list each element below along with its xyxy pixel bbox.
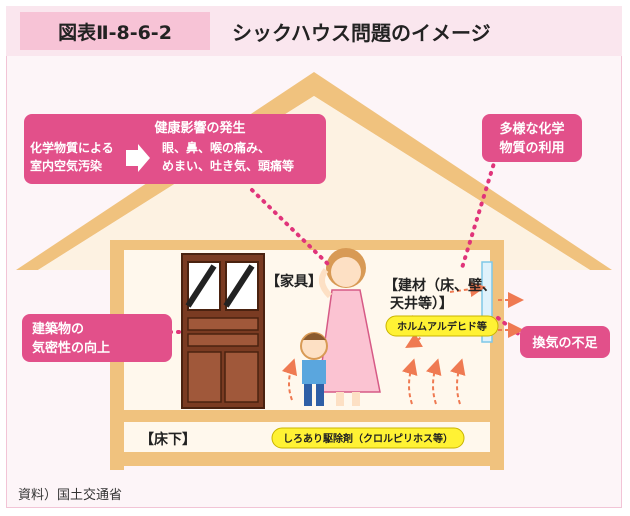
cupboard-illustration: [181, 253, 265, 409]
materials-label-2: 天井等）】: [390, 295, 453, 312]
figure-number: 図表Ⅱ-8-6-2: [20, 12, 210, 50]
health-effects-symptoms-1: 眼、鼻、喉の痛み、: [162, 140, 270, 155]
airtightness-line-2: 気密性の向上: [32, 340, 110, 356]
woman-illustration: [317, 248, 381, 406]
child-illustration: [300, 332, 328, 406]
airtightness-callout: 建築物の 気密性の向上: [22, 314, 172, 362]
health-effects-heading: 健康影響の発生: [154, 120, 245, 136]
emission-arrows: [281, 281, 524, 405]
health-effects-symptoms-2: めまい、吐き気、頭痛等: [162, 158, 294, 173]
chemicals-callout: 多様な化学 物質の利用: [482, 114, 582, 162]
formaldehyde-chip: ホルムアルデヒド等: [385, 315, 499, 337]
source-caption: 資料）国土交通省: [18, 488, 123, 503]
ventilation-callout: 換気の不足: [520, 326, 610, 358]
cause-arrow-icon: [126, 144, 150, 172]
airtightness-line-1: 建築物の: [32, 321, 84, 337]
ventilation-label: 換気の不足: [532, 335, 598, 351]
chemicals-line-2: 物質の利用: [499, 140, 564, 156]
termiticide-chip: しろあり駆除剤（クロルピリホス等）: [271, 427, 465, 449]
termiticide-label: しろあり駆除剤（クロルピリホス等）: [283, 432, 453, 445]
health-effects-cause-2: 室内空気汚染: [30, 158, 103, 173]
materials-label-1: 【建材（床、壁、: [384, 277, 496, 294]
underfloor-label: 【床下】: [140, 431, 196, 448]
health-effects-cause-1: 化学物質による: [30, 140, 114, 155]
health-effects-callout: 健康影響の発生 化学物質による 室内空気汚染 眼、鼻、喉の痛み、 めまい、吐き気…: [24, 114, 326, 184]
figure-title: シックハウス問題のイメージ: [232, 20, 491, 45]
formaldehyde-label: ホルムアルデヒド等: [397, 320, 487, 333]
chemicals-line-1: 多様な化学: [499, 121, 564, 137]
furniture-label: 【家具】: [266, 273, 322, 290]
